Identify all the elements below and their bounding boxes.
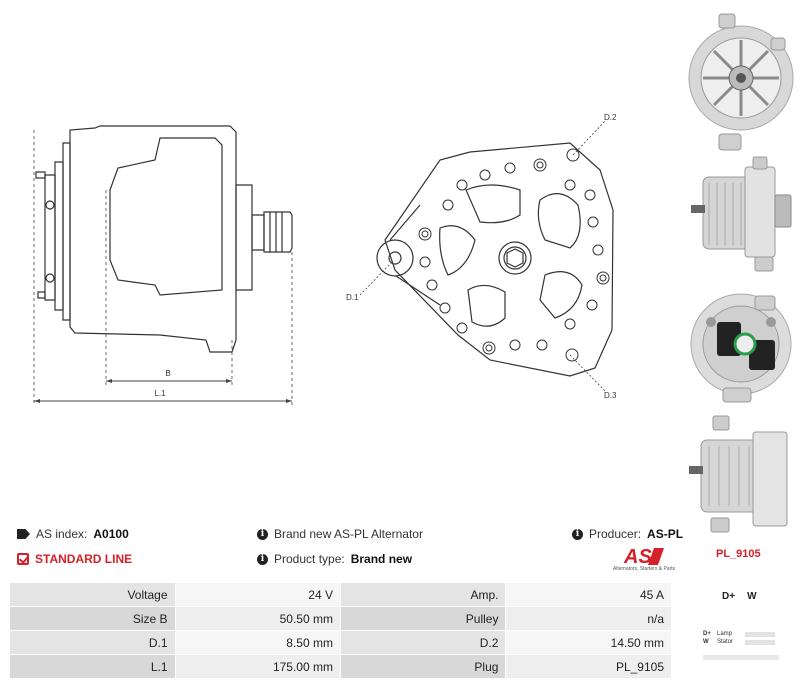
producer-label: Producer: <box>589 527 642 541</box>
dim-d1-label: D.1 <box>346 293 359 302</box>
spec-key: L.1 <box>9 654 176 679</box>
dim-d2-label: D.2 <box>604 113 617 122</box>
spec-value: n/a <box>505 606 672 631</box>
product-type-label: Product type: <box>274 552 345 566</box>
dim-l1-label: L.1 <box>154 389 166 398</box>
spec-value: 45 A <box>505 582 672 607</box>
spec-value: PL_9105 <box>505 654 672 679</box>
alternator-diagram: B L.1 <box>33 113 617 405</box>
spec-key: Size B <box>9 606 176 631</box>
spec-value: 14.50 mm <box>505 630 672 655</box>
spec-value: 24 V <box>174 582 341 607</box>
dim-b-label: B <box>165 369 170 378</box>
as-index-value: A0100 <box>93 527 129 541</box>
spec-value: 50.50 mm <box>174 606 341 631</box>
pin-d-plus: D+ <box>722 591 736 602</box>
standard-line-row: STANDARD LINE <box>17 552 132 566</box>
as-index-label: AS index: <box>36 527 88 541</box>
checkbox-icon <box>17 553 29 565</box>
product-code: PL_9105 <box>716 548 761 560</box>
alternator-rear-photo[interactable] <box>683 282 800 412</box>
alternator-front-photo[interactable] <box>683 6 800 156</box>
rear-holes <box>418 148 610 362</box>
technical-drawing: B L.1 <box>33 113 617 405</box>
spec-key: Voltage <box>9 582 176 607</box>
product-type-row: i Product type: Brand new <box>257 552 412 566</box>
as-logo: AS <box>608 545 678 575</box>
as-index-row: AS index: A0100 <box>17 527 129 541</box>
alternator-side-photo-2[interactable] <box>683 414 800 544</box>
legend-key: W <box>703 639 709 645</box>
spec-key: D.2 <box>339 630 507 655</box>
side-view-outline <box>69 125 237 353</box>
spec-key: Amp. <box>339 582 507 607</box>
spec-key: Plug <box>339 654 507 679</box>
pin-w: W <box>747 591 757 602</box>
table-row: Voltage 24 V Amp. 45 A <box>9 582 672 607</box>
legend-value: Stator <box>717 639 734 645</box>
product-type-value: Brand new <box>350 552 413 566</box>
spec-key: Pulley <box>339 606 507 631</box>
pin-legend: D+ Lamp W Stator <box>703 630 783 660</box>
svg-text:AS: AS <box>623 546 652 567</box>
rear-view-outline <box>384 142 614 377</box>
table-row: D.1 8.50 mm D.2 14.50 mm <box>9 630 672 655</box>
plug-pins: D+ W <box>722 591 757 602</box>
alternator-side-photo[interactable] <box>683 155 800 280</box>
dim-d3-label: D.3 <box>604 391 617 400</box>
brand-new-row: i Brand new AS-PL Alternator <box>257 527 423 541</box>
spec-value: 175.00 mm <box>174 654 341 679</box>
legend-row: W Stator <box>703 638 783 646</box>
brand-new-text: Brand new AS-PL Alternator <box>274 527 423 541</box>
spec-key: D.1 <box>9 630 176 655</box>
info-icon: i <box>572 528 583 540</box>
tag-icon <box>17 529 30 539</box>
table-row: L.1 175.00 mm Plug PL_9105 <box>9 654 672 679</box>
legend-row: D+ Lamp <box>703 630 783 638</box>
logo-caption: Alternators, Starters & Parts <box>612 566 676 572</box>
table-row: Size B 50.50 mm Pulley n/a <box>9 606 672 631</box>
producer-row: i Producer: AS-PL <box>572 527 683 541</box>
info-icon: i <box>257 528 268 540</box>
specs-table: Voltage 24 V Amp. 45 A Size B 50.50 mm P… <box>9 582 672 679</box>
spec-value: 8.50 mm <box>174 630 341 655</box>
product-photos <box>683 0 800 545</box>
legend-value: Lamp <box>717 631 733 637</box>
info-icon: i <box>257 553 268 565</box>
standard-line-label: STANDARD LINE <box>35 552 133 566</box>
legend-key: D+ <box>703 631 711 637</box>
producer-value: AS-PL <box>647 527 684 541</box>
